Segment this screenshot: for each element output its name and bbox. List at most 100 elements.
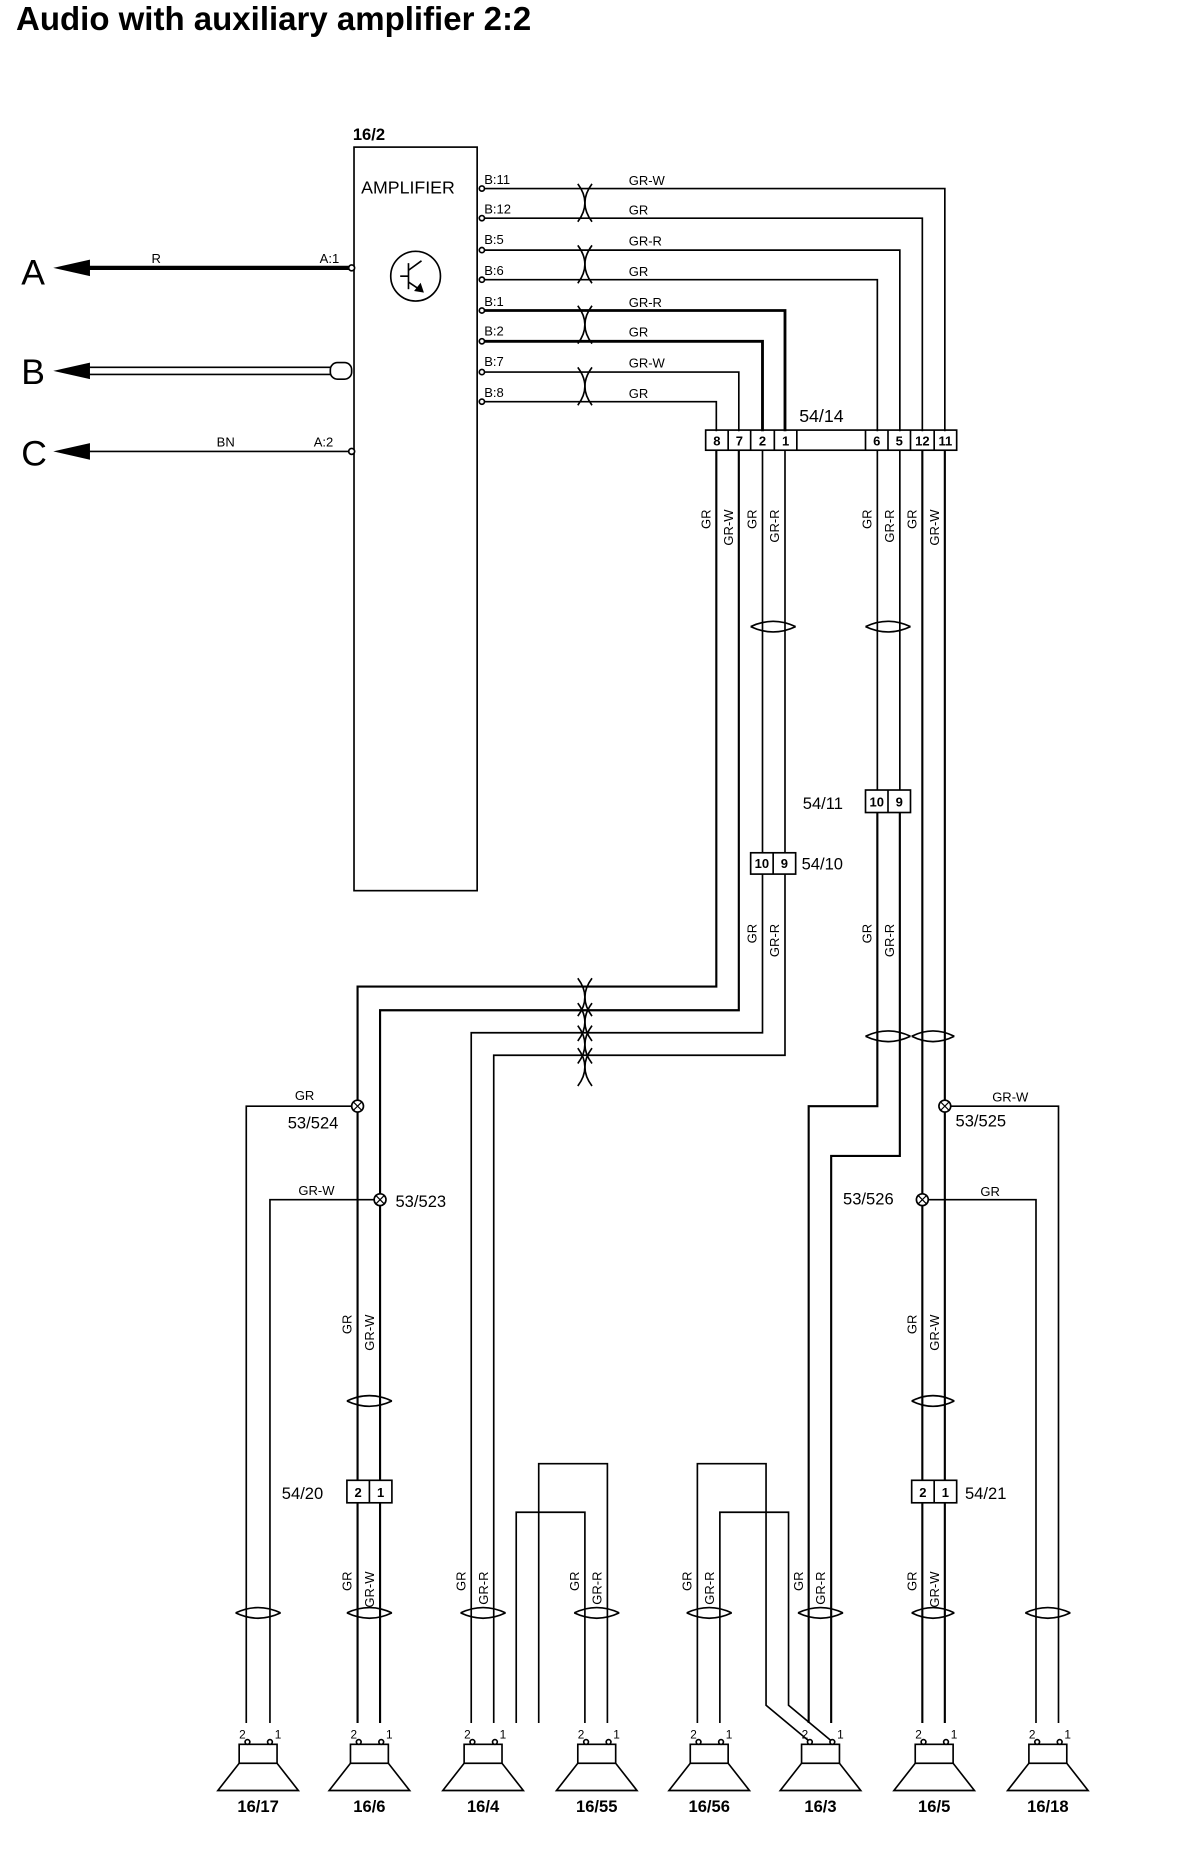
terminal-number: 2	[802, 1727, 809, 1741]
amp-wire-color-b5: GR-R	[629, 233, 662, 248]
wire-color-label: GR-R	[589, 1571, 604, 1604]
wire-color-label: GR-W	[362, 1314, 377, 1351]
amplifier-box	[353, 146, 478, 892]
terminal-number: 1	[613, 1727, 620, 1741]
wire-16-56-a	[696, 1462, 810, 1742]
conn-54-14-pin: 1	[782, 433, 789, 448]
connector-54-21-id: 54/21	[965, 1484, 1006, 1503]
speaker-label-16-3: 16/3	[804, 1797, 836, 1816]
wire-color-label: GR	[904, 1315, 919, 1335]
branch-color: GR	[295, 1088, 315, 1103]
wire-color-label: GR-W	[362, 1571, 377, 1608]
wire-color-label: GR	[904, 1571, 919, 1591]
conn-54-14-pin: 8	[713, 433, 720, 448]
branch-53-525	[944, 1105, 1060, 1724]
connector-54-10-id: 54/10	[802, 854, 843, 873]
connector-54-14	[704, 429, 958, 452]
wire-1-grr-low	[492, 874, 786, 1724]
wire-color-label: GR	[791, 1571, 806, 1591]
wire-color-label: GR	[698, 509, 713, 529]
terminal-number: 1	[1064, 1727, 1071, 1741]
speaker-label-16-4: 16/4	[467, 1797, 500, 1816]
output-pin-c: A:2	[314, 435, 334, 450]
terminal-number: 1	[500, 1727, 507, 1741]
conn-54-14-pin: 2	[759, 433, 766, 448]
branch-53-526	[922, 1198, 1037, 1724]
terminal-number: 1	[837, 1727, 844, 1741]
conn-54-21-pin: 1	[942, 1485, 949, 1500]
wire-2-gr-low	[470, 874, 764, 1724]
arrow-c-icon	[53, 443, 90, 460]
speaker-label-16-56: 16/56	[688, 1797, 729, 1816]
branch-53-524	[245, 1105, 358, 1724]
amp-pin-b2: B:2	[484, 323, 504, 338]
conn-54-20-pin: 1	[377, 1485, 384, 1500]
terminal-number: 1	[726, 1727, 733, 1741]
branch-color: GR	[980, 1184, 1000, 1199]
amp-wire-color-b1: GR-R	[629, 295, 662, 310]
terminal-number: 2	[464, 1727, 471, 1741]
output-pin-a: A:1	[320, 251, 340, 266]
wire-5-grr-low	[830, 812, 901, 1724]
wire-color-label: GR-W	[721, 509, 736, 546]
amp-wire-color-b8: GR	[629, 386, 649, 401]
connector-b	[329, 361, 353, 381]
speaker-label-16-5: 16/5	[918, 1797, 950, 1816]
splice-53-523-id: 53/523	[395, 1192, 446, 1211]
conn-54-14-pin: 12	[915, 433, 929, 448]
amp-wire-color-b11: GR-W	[629, 173, 666, 188]
wire-8-gr	[356, 450, 718, 1724]
wire-b2	[481, 339, 764, 432]
splice-53-525-id: 53/525	[955, 1111, 1006, 1130]
wire-color-label: GR	[745, 924, 760, 944]
terminal-number: 1	[386, 1727, 393, 1741]
terminal-number: 1	[951, 1727, 958, 1741]
output-letter-a: A	[21, 252, 45, 292]
conn-54-10-pin: 10	[755, 856, 769, 871]
terminal-number: 2	[690, 1727, 697, 1741]
amp-pin-b8: B:8	[484, 385, 504, 400]
wire-color-label: GR-R	[767, 924, 782, 957]
branch-53-523	[269, 1198, 381, 1724]
amp-pin-b1: B:1	[484, 294, 504, 309]
speaker-icon	[441, 1738, 526, 1792]
conn-54-14-pin: 6	[873, 433, 880, 448]
amp-pin-b11: B:11	[484, 172, 510, 187]
wire-b6	[481, 278, 879, 432]
wire-6-gr-low	[807, 812, 879, 1724]
twist-pairs	[235, 620, 1071, 1620]
wire-color-label: GR-R	[813, 1571, 828, 1604]
connector-54-20	[346, 1479, 393, 1504]
wire-color-label: GR	[745, 509, 760, 529]
speaker-icon	[216, 1738, 301, 1792]
speaker-icon	[327, 1738, 412, 1792]
speaker-label-16-6: 16/6	[353, 1797, 385, 1816]
conn-54-11-pin: 10	[870, 795, 884, 810]
conn-54-14-pin: 7	[736, 433, 743, 448]
amplifier-id: 16/2	[353, 125, 385, 144]
arrow-b-icon	[53, 362, 90, 380]
wire-color-label: GR-R	[882, 924, 897, 957]
terminal-a2	[347, 447, 356, 456]
connector-54-11	[864, 789, 912, 814]
conn-54-20-pin: 2	[355, 1485, 362, 1500]
wire-b11	[481, 187, 946, 432]
terminal-number: 2	[578, 1727, 585, 1741]
conn-54-11-pin: 9	[896, 795, 903, 810]
amp-pin-b6: B:6	[484, 263, 504, 278]
wire-color-label: GR	[679, 1571, 694, 1591]
splice-53-524-id: 53/524	[288, 1114, 339, 1133]
wire-color-label: GR-W	[927, 1314, 942, 1351]
connector-54-21	[910, 1479, 958, 1504]
speaker-label-16-55: 16/55	[576, 1797, 617, 1816]
amp-pin-b5: B:5	[484, 232, 504, 247]
branch-color: GR-W	[992, 1089, 1029, 1104]
wire-color-label: GR	[340, 1315, 355, 1335]
amplifier-label: AMPLIFIER	[361, 177, 455, 197]
output-color-c: BN	[217, 435, 235, 450]
wire-b12	[481, 217, 924, 432]
page-title: Audio with auxiliary amplifier 2:2	[16, 0, 532, 37]
branch-color: GR-W	[298, 1183, 335, 1198]
arrow-a-icon	[53, 259, 90, 277]
